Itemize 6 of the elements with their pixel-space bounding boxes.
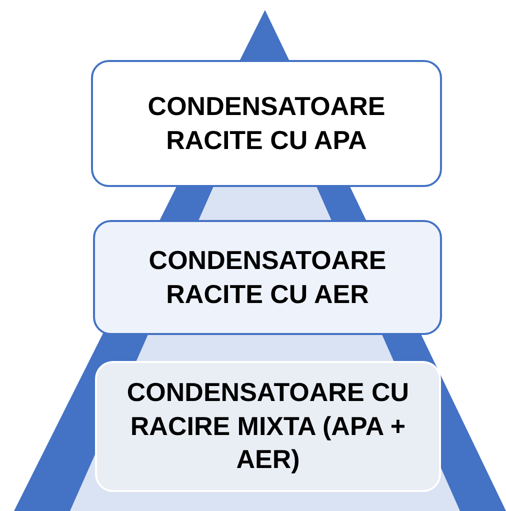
tier-box [91, 60, 442, 187]
tier-label: CONDENSATOARE RACITE CU APA [146, 90, 386, 156]
tier-label: CONDENSATOARE RACITE CU AER [148, 244, 388, 310]
tier-box [93, 220, 442, 335]
tier-box [95, 361, 441, 492]
tier-label: CONDENSATOARE CU RACIRE MIXTA (APA + AER) [126, 376, 410, 476]
